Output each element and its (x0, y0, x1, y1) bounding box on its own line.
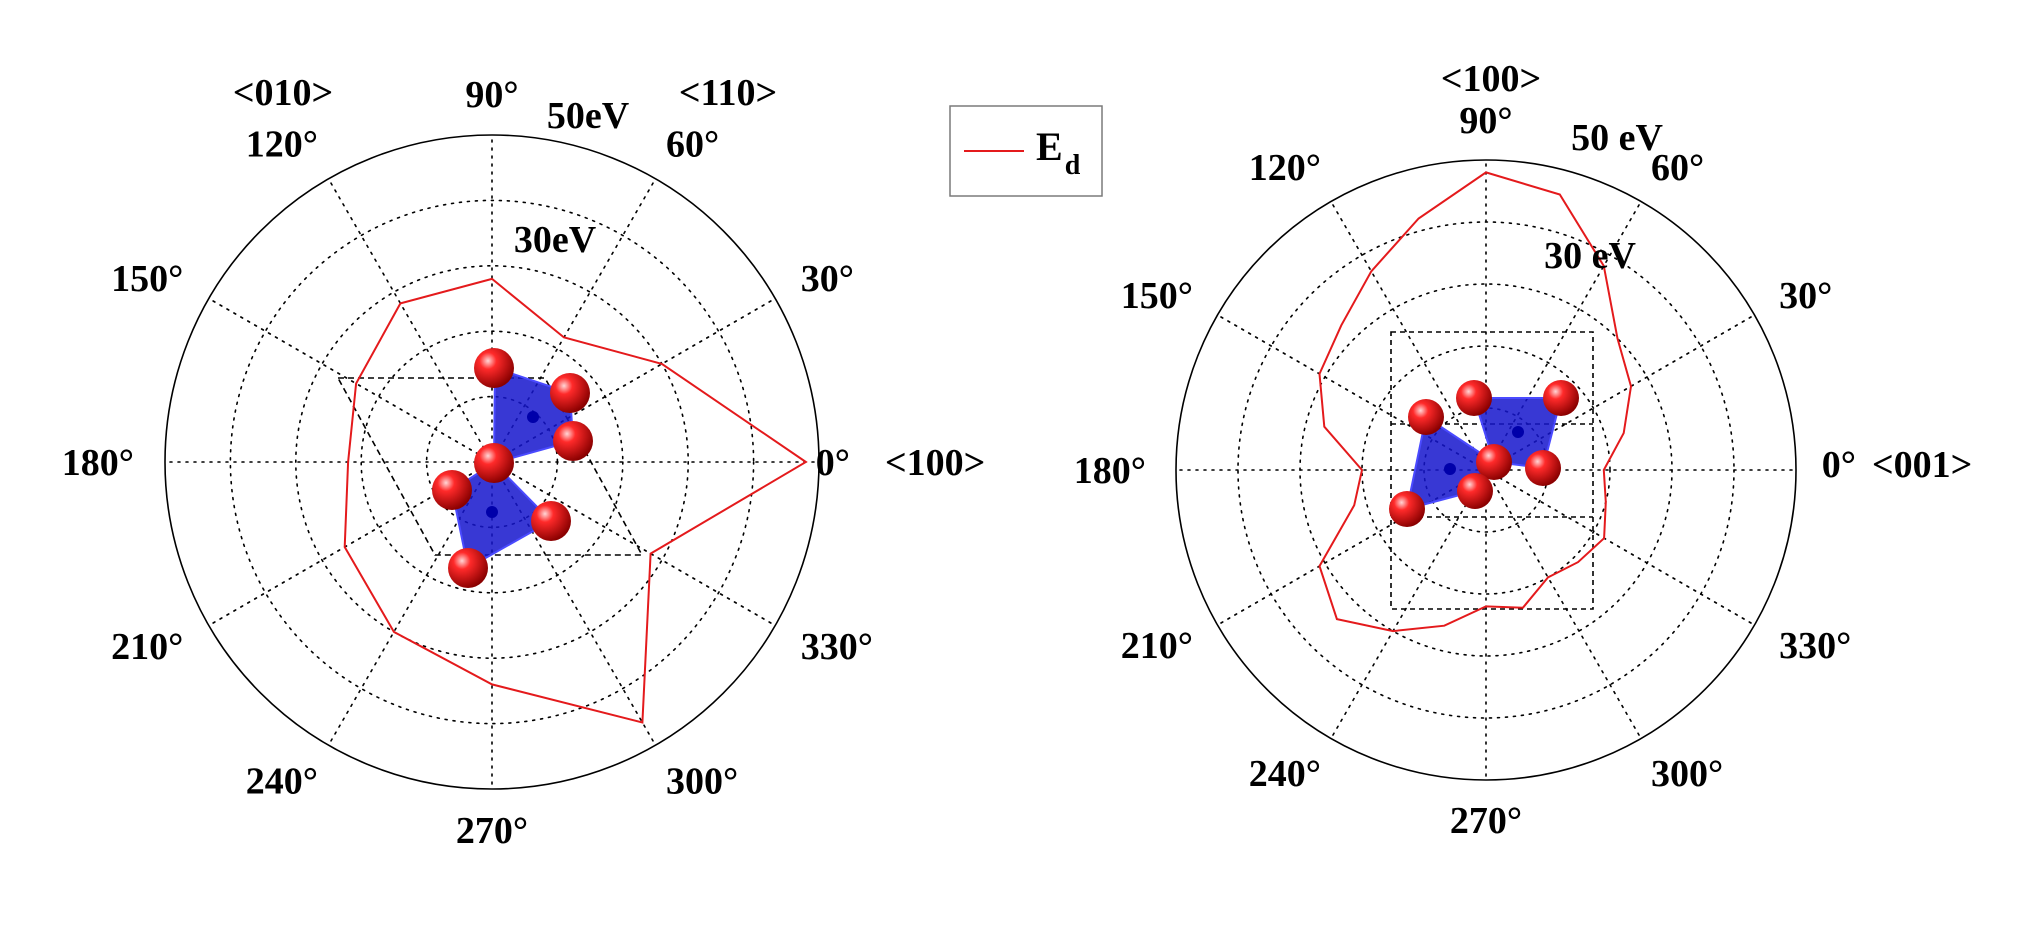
polar-outer-circle (1175, 159, 1797, 781)
polar-grid-spoke (1330, 469, 1487, 740)
polar-plot-left: 0° 30° 60° 90° 120° 150° 180° 210° 240° 270° 300° 3… (62, 72, 986, 852)
legend-subscript: d (1065, 150, 1081, 181)
angle-tick-label: 240° (1249, 753, 1321, 795)
atom (550, 373, 590, 413)
atom (1512, 426, 1524, 438)
angle-tick-label: 330° (801, 626, 873, 668)
labels-right: 0° 30° 60° 90° 120° 150° 180° 210° 240° 270° 300° 3… (1074, 58, 1973, 842)
angle-tick-label: 300° (1651, 753, 1723, 795)
crystal-direction-label: <010> (233, 72, 333, 114)
polar-plot-right: 0° 30° 60° 90° 120° 150° 180° 210° 240° 270° 300° 3… (1074, 58, 1973, 842)
polar-grid-spoke (1330, 200, 1487, 471)
angle-tick-label: 180° (1074, 450, 1146, 492)
polar-outer-circle (164, 134, 820, 790)
polar-grid-spoke (1485, 469, 1756, 626)
angle-tick-label: 60° (1651, 147, 1704, 189)
series-ed-line (1318, 171, 1633, 633)
polar-grid-spoke (1216, 314, 1487, 471)
atom (1543, 380, 1579, 416)
angle-tick-label: 150° (111, 258, 183, 300)
atom (1457, 473, 1493, 509)
crystal-direction-label: <001> (1872, 444, 1972, 486)
atom (1456, 380, 1492, 416)
crystal-direction-label: <100> (1441, 58, 1541, 100)
series-right (1318, 171, 1633, 633)
angle-tick-label: 0° (1822, 444, 1856, 486)
angle-tick-label: 0° (816, 442, 850, 484)
angle-tick-label: 210° (111, 626, 183, 668)
angle-tick-label: 30° (1779, 275, 1832, 317)
inset-structure-left (336, 348, 644, 588)
unit-cell-right (1390, 331, 1594, 610)
labels-left: 0° 30° 60° 90° 120° 150° 180° 210° 240° 270° 300° 3… (62, 72, 986, 852)
unit-cell-left (336, 377, 644, 556)
polar-grid-spoke (1485, 314, 1756, 471)
radial-tick-label: 30eV (514, 219, 597, 261)
series-left (343, 277, 808, 724)
grid-left (164, 134, 820, 790)
polar-grid-spoke (327, 461, 493, 746)
legend: Ed (949, 105, 1103, 197)
polar-grid-spoke (1485, 469, 1642, 740)
angle-tick-label: 210° (1121, 625, 1193, 667)
angle-tick-label: 300° (666, 761, 738, 803)
atom (474, 443, 514, 483)
atom (553, 421, 593, 461)
angle-tick-label: 60° (666, 123, 719, 165)
angle-tick-label: 90° (465, 74, 518, 116)
legend-label: Ed (1036, 124, 1081, 181)
atom (448, 548, 488, 588)
atom (486, 506, 498, 518)
radial-tick-label: 50eV (547, 95, 630, 137)
atom (1444, 463, 1456, 475)
radial-tick-label: 30 eV (1544, 235, 1636, 277)
grid-right (1175, 159, 1797, 781)
atom (1408, 399, 1444, 435)
angle-tick-label: 90° (1459, 100, 1512, 142)
polar-grid-ring (1361, 345, 1611, 595)
atom (531, 501, 571, 541)
atom (527, 411, 539, 423)
polar-grid-spoke (208, 297, 493, 463)
angle-tick-label: 150° (1121, 275, 1193, 317)
polar-grid-ring (294, 264, 689, 659)
angle-tick-label: 120° (1249, 147, 1321, 189)
polar-grid-spoke (208, 461, 493, 627)
radial-tick-label: 50 eV (1571, 117, 1663, 159)
series-ed-line (343, 277, 808, 724)
polar-grid-spoke (491, 178, 657, 463)
inset-structure-right (1389, 331, 1594, 610)
atom (1389, 491, 1425, 527)
polar-grid-spoke (1485, 200, 1642, 471)
angle-tick-label: 270° (1450, 800, 1522, 842)
angle-tick-label: 240° (246, 761, 318, 803)
atom (474, 348, 514, 388)
angle-tick-label: 270° (456, 810, 528, 852)
polar-grid-spoke (491, 461, 776, 627)
polar-grid-spoke (327, 178, 493, 463)
polar-grid-ring (229, 199, 755, 725)
atom (432, 470, 472, 510)
atom (1476, 444, 1512, 480)
atom (1525, 450, 1561, 486)
polar-grid-spoke (491, 297, 776, 463)
angle-tick-label: 30° (801, 258, 854, 300)
angle-tick-label: 180° (62, 442, 134, 484)
angle-tick-label: 120° (246, 123, 318, 165)
polar-grid-spoke (1216, 469, 1487, 626)
angle-tick-label: 330° (1779, 625, 1851, 667)
crystal-direction-label: <110> (679, 72, 777, 114)
polar-grid-spoke (491, 461, 657, 746)
crystal-direction-label: <100> (885, 442, 985, 484)
